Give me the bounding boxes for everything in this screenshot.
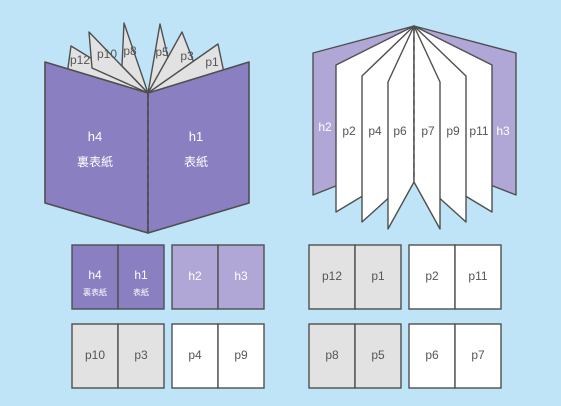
- inner-label-p6: p6: [393, 124, 407, 138]
- spread-page-p4: [171, 323, 219, 389]
- inner-label-p7: p7: [421, 124, 435, 138]
- fan-label-p12: p12: [70, 53, 90, 67]
- spread-label-p1: p1: [371, 269, 385, 283]
- spread-page-p7: [454, 323, 502, 389]
- spread-inner-cover: h2 h3: [171, 244, 265, 310]
- spread-label-p10: p10: [85, 348, 105, 362]
- spread-caption-h4: 裏表紙: [83, 287, 107, 297]
- back-cover: [44, 61, 149, 234]
- spread-label-h1: h1: [134, 268, 148, 282]
- spread-p6-p7: p6 p7: [408, 323, 502, 389]
- spread-page-p9: [217, 323, 265, 389]
- spread-p4-p9: p4 p9: [171, 323, 265, 389]
- spread-page-p6: [408, 323, 456, 389]
- spread-label-p7: p7: [471, 348, 485, 362]
- spread-page-p1: [354, 244, 402, 310]
- spread-label-h3: h3: [234, 269, 248, 283]
- spread-page-p3: [117, 323, 165, 389]
- fan-page-tip: [121, 22, 149, 94]
- spread-label-p3: p3: [134, 348, 148, 362]
- spread-label-p12: p12: [322, 269, 342, 283]
- spread-p12-p1: p12 p1: [308, 244, 402, 310]
- fan-label-p3: p3: [180, 49, 194, 63]
- spread-label-p9: p9: [234, 348, 248, 362]
- inner-label-h3: h3: [496, 124, 510, 138]
- spread-p8-p5: p8 p5: [308, 323, 402, 389]
- spread-page-p10: [71, 323, 119, 389]
- spread-outer-cover: h4 裏表紙 h1 表紙: [71, 244, 165, 310]
- front-cover-page-label: h1: [189, 129, 203, 144]
- spread-caption-h1: 表紙: [133, 287, 149, 297]
- spread-page-p8: [308, 323, 356, 389]
- spread-label-p6: p6: [425, 348, 439, 362]
- book-inner-view: [312, 25, 517, 230]
- fan-label-p5: p5: [155, 45, 169, 59]
- front-cover: [147, 61, 250, 234]
- back-cover-caption: 裏表紙: [77, 154, 113, 169]
- front-cover-caption: 表紙: [184, 154, 208, 169]
- inner-label-p4: p4: [368, 124, 382, 138]
- inner-label-p9: p9: [446, 124, 460, 138]
- inner-label-p2: p2: [342, 124, 356, 138]
- spread-label-p11: p11: [468, 269, 487, 283]
- spread-label-h4: h4: [88, 268, 102, 282]
- fanned-page-tips: [66, 22, 225, 94]
- spread-label-p5: p5: [371, 348, 385, 362]
- fan-label-p1: p1: [205, 55, 219, 69]
- spread-p10-p3: p10 p3: [71, 323, 165, 389]
- spread-page-h1: [117, 244, 165, 310]
- book-cover-view: p12 p10 p8 p5 p3 p1 h4 裏表紙 h1 表紙: [44, 22, 250, 234]
- spread-page-p11: [454, 244, 502, 310]
- spread-page-h4: [71, 244, 119, 310]
- fanned-page-labels: p12 p10 p8 p5 p3 p1: [70, 44, 219, 69]
- back-cover-page-label: h4: [88, 129, 102, 144]
- spread-label-p4: p4: [188, 348, 202, 362]
- spread-page-h2: [171, 244, 219, 310]
- spread-page-h3: [217, 244, 265, 310]
- inner-label-p11: p11: [469, 124, 488, 138]
- inner-page-labels: h2 p2 p4 p6 p7 p9 p11 h3: [318, 120, 510, 138]
- fan-label-p10: p10: [97, 47, 117, 61]
- spread-label-p2: p2: [425, 269, 439, 283]
- spread-label-p8: p8: [325, 348, 339, 362]
- spread-p2-p11: p2 p11: [408, 244, 502, 310]
- spread-page-p2: [408, 244, 456, 310]
- fan-label-p8: p8: [123, 44, 137, 58]
- spread-page-p5: [354, 323, 402, 389]
- inner-label-h2: h2: [318, 120, 332, 134]
- spread-label-h2: h2: [188, 269, 202, 283]
